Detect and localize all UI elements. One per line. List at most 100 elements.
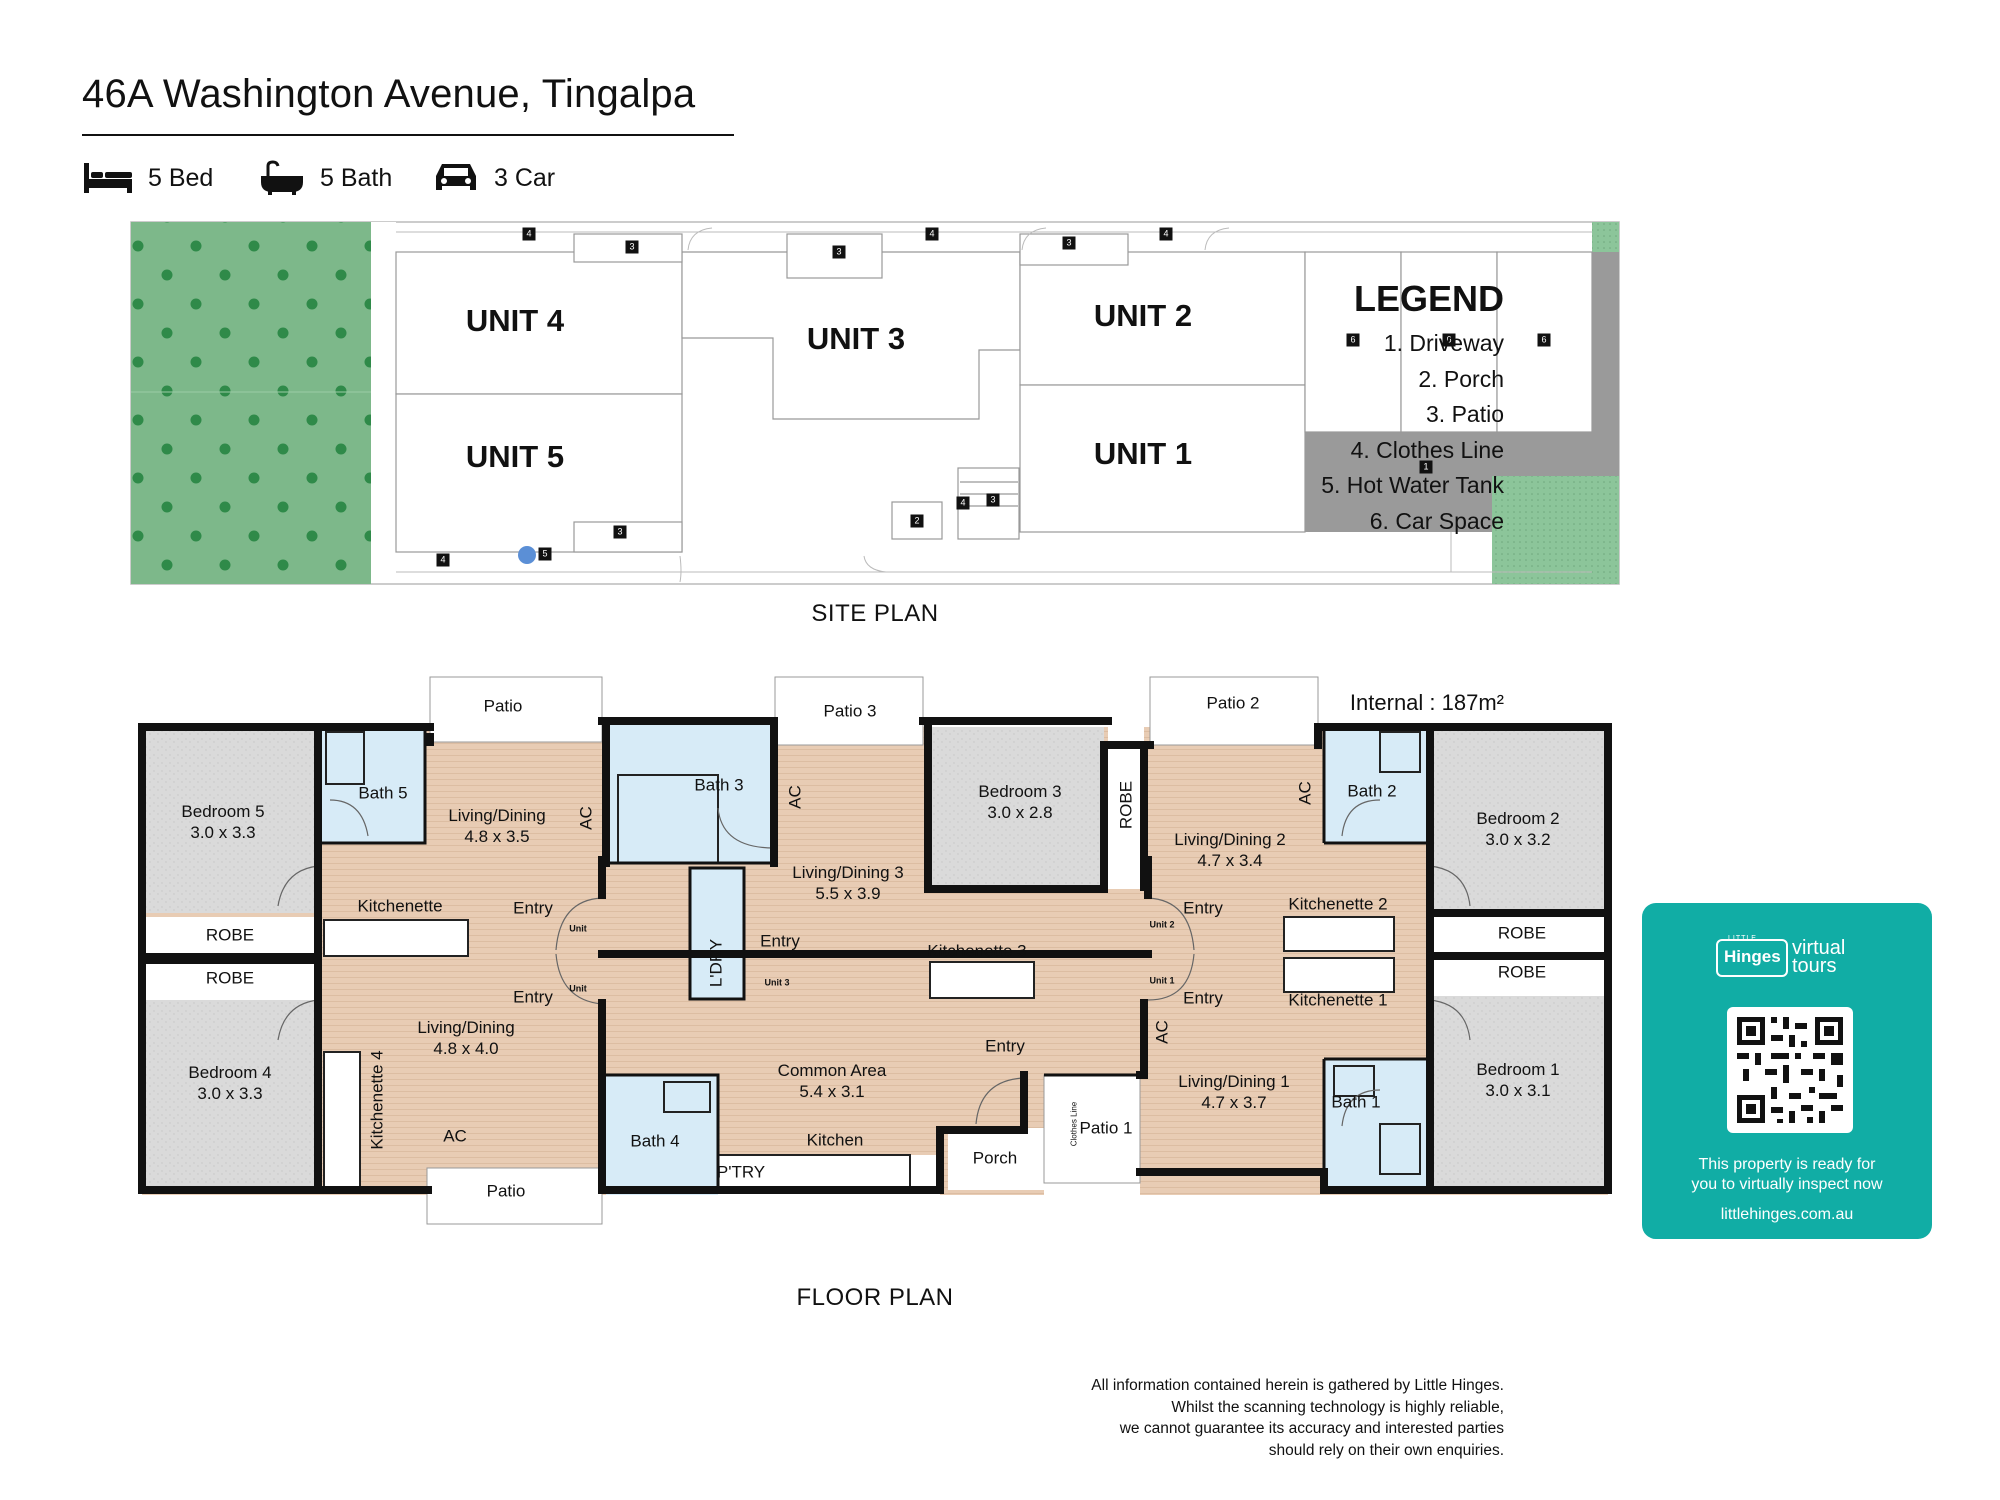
- kitchenette-5-label: Kitchenette: [357, 896, 443, 916]
- bedroom-2-floor: [1430, 727, 1608, 913]
- marker-clothes-line: 4: [956, 496, 970, 510]
- legend-list: 1. Driveway 2. Porch 3. Patio 4. Clothes…: [1321, 326, 1504, 539]
- entry-common-label: Entry: [985, 1036, 1025, 1056]
- badge-url[interactable]: littlehinges.com.au: [1720, 1206, 1854, 1223]
- bedroom-3-floor: [928, 727, 1104, 889]
- robe-2-label: ROBE: [1497, 923, 1547, 943]
- unit-4-label: UNIT 4: [465, 303, 565, 338]
- marker-porch: 2: [910, 514, 924, 528]
- kitchen-bench-4: [323, 1051, 361, 1189]
- bath-1-label: Bath 1: [1331, 1092, 1381, 1112]
- page-title: 46A Washington Avenue, Tingalpa: [82, 72, 696, 116]
- marker-patio: 3: [1062, 236, 1076, 250]
- marker-patio: 3: [832, 245, 846, 259]
- entry-3-label: Entry: [760, 931, 800, 951]
- legend-item: 4. Clothes Line: [1350, 436, 1504, 463]
- bath-2-floor: [1324, 727, 1428, 843]
- robe-3-label: ROBE: [1116, 780, 1136, 830]
- robe-4-label: ROBE: [205, 968, 255, 988]
- kitchen-bench-5: [323, 919, 469, 957]
- patio-3: [774, 676, 924, 746]
- little-hinges-logo: LITTLE Hinges virtual tours: [1716, 933, 1866, 983]
- marker-patio: 3: [625, 240, 639, 254]
- unit-2-label: UNIT 2: [1093, 298, 1193, 333]
- patio-2: [1149, 676, 1319, 746]
- bath-2-label: Bath 2: [1347, 781, 1397, 801]
- marker-driveway: 1: [1419, 460, 1433, 474]
- entry-5-label: Entry: [513, 898, 553, 918]
- qr-code[interactable]: [1727, 1007, 1853, 1133]
- marker-car-space: 6: [1442, 333, 1456, 347]
- unit-door-label: Unit: [569, 983, 587, 994]
- robe-5: [142, 917, 318, 957]
- spec-bed: 5 Bed: [82, 158, 213, 198]
- entry-1-label: Entry: [1183, 988, 1223, 1008]
- patio-top-left-label: Patio: [483, 696, 523, 716]
- badge-tagline: you to virtually inspect now: [1691, 1176, 1883, 1193]
- spec-car-label: 3 Car: [494, 163, 556, 192]
- kitchen-label: Kitchen: [806, 1130, 864, 1150]
- marker-clothes-line: 4: [925, 227, 939, 241]
- disclaimer: All information contained herein is gath…: [1091, 1377, 1504, 1459]
- bed-icon: [84, 163, 132, 193]
- robe-2: [1430, 915, 1608, 955]
- spec-car: 3 Car: [432, 158, 555, 198]
- hot-water-tank: [518, 546, 536, 564]
- marker-clothes-line: 4: [522, 227, 536, 241]
- unit-2-door-label: Unit 2: [1149, 919, 1175, 930]
- unit-3-door-label: Unit 3: [764, 977, 790, 988]
- patio-1: [1043, 1074, 1141, 1184]
- robe-3: [1108, 727, 1144, 889]
- kitchen-bench-2: [1283, 916, 1395, 952]
- patio-2-label: Patio 2: [1206, 693, 1260, 713]
- bath-3-floor: [606, 721, 774, 863]
- ac-unit-1-label: AC: [1152, 1020, 1172, 1044]
- porch-label: Porch: [972, 1148, 1018, 1168]
- kitchenette-4-label: Kitchenette 4: [367, 1050, 387, 1150]
- robe-1: [1430, 956, 1608, 996]
- legend-title: LEGEND: [1353, 278, 1504, 319]
- lawn-area: [131, 222, 371, 584]
- ac-unit-5-label: AC: [576, 806, 596, 830]
- virtual-tour-badge[interactable]: LITTLE Hinges virtual tours This propert…: [1642, 903, 1932, 1239]
- pantry-label: P'TRY: [716, 1162, 766, 1182]
- unit-5-label: UNIT 5: [465, 439, 565, 474]
- legend-item: 2. Porch: [1418, 365, 1504, 392]
- spec-bath-label: 5 Bath: [320, 163, 393, 192]
- unit-3-label: UNIT 3: [806, 321, 906, 356]
- title-divider: [82, 134, 734, 136]
- kitchenette-1-label: Kitchenette 1: [1288, 990, 1388, 1010]
- patio-1-label: Patio 1: [1079, 1118, 1133, 1138]
- laundry-floor: [690, 868, 744, 999]
- grass-strip-right: [1592, 222, 1619, 252]
- spec-bed-label: 5 Bed: [148, 163, 214, 192]
- robe-5-label: ROBE: [205, 925, 255, 945]
- marker-car-space: 6: [1537, 333, 1551, 347]
- patio-u5: [573, 521, 683, 553]
- legend-item: 1. Driveway: [1383, 330, 1504, 356]
- unit-1-footprint: [1019, 384, 1306, 533]
- unit-door-label: Unit: [569, 923, 587, 934]
- bedroom-1-floor: [1430, 960, 1608, 1190]
- marker-clothes-line: 4: [436, 553, 450, 567]
- bath-4-label: Bath 4: [630, 1131, 680, 1151]
- bath-4-floor: [606, 1075, 718, 1195]
- ac-unit-4-label: AC: [443, 1126, 467, 1146]
- internal-area: Internal : 187m²: [1349, 690, 1504, 715]
- badge-tagline: This property is ready for: [1698, 1156, 1876, 1173]
- entry-2-label: Entry: [1183, 898, 1223, 918]
- clothes-line-label: Clothes Line: [1069, 1101, 1079, 1147]
- patio-bottom-label: Patio: [486, 1181, 526, 1201]
- patio-3-label: Patio 3: [823, 701, 877, 721]
- robe-1-label: ROBE: [1497, 962, 1547, 982]
- unit-4-footprint: [395, 251, 683, 395]
